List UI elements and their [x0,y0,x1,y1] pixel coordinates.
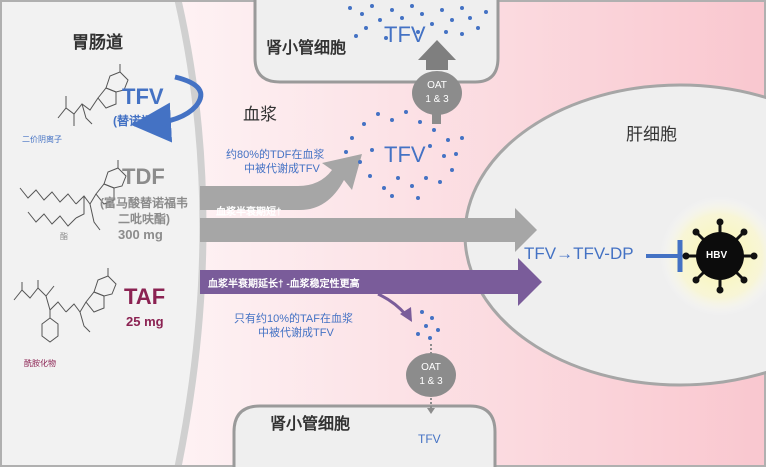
taf-drug-name: TAF [124,284,166,309]
liver-reaction-label: TFV→TFV-DP [524,244,634,263]
tdf-liver-arrow [200,208,537,252]
tfv-dots-top [348,4,488,40]
tdf-drug-subtitle-2: 二吡呋酯) [118,212,170,226]
tdf-drug-subtitle-1: (富马酸替诺福韦 [100,196,188,210]
tdf-structure-icon [19,160,127,231]
liver-label: 肝细胞 [626,125,677,145]
tdf-metabolism-note-2: 中被代谢成TFV [244,163,320,175]
taf-halflife-note: 血浆半衰期延长† -血浆稳定性更高 [208,279,360,290]
kidney-top-label: 肾小管细胞 [266,38,347,57]
gi-tract-region [0,0,203,467]
hbv-virus-icon [682,218,758,294]
tfv-structure-icon [57,64,129,126]
tfv-plasma-label: TFV [384,142,426,167]
tdf-metabolism-note-1: 约80%的TDF在血浆 [226,149,325,161]
tfv-top-label: TFV [384,22,426,47]
taf-structure-icon [13,268,117,343]
oat-top-sub-label: 1 & 3 [425,94,449,105]
kidney-cell-bottom [232,404,497,467]
tdf-plasma-arrow [200,154,362,210]
tfv-curved-arrow [131,74,204,143]
oat-transporter-bottom [406,353,456,397]
plasma-label: 血浆 [243,105,277,125]
gi-tract-label: 胃肠道 [72,33,123,53]
tdf-halflife-note: 血浆半衰期短† [216,207,282,218]
tdf-drug-dose: 300 mg [118,227,163,242]
tfv-structure-label: 二价阴离子 [22,135,62,144]
tfv-dots-taf [416,310,440,340]
tfv-dots-plasma [344,110,464,200]
oat-top-arrow [418,40,456,70]
taf-liver-arrow [200,258,542,306]
oat-top-label: OAT [427,80,447,91]
tfv-bottom-label: TFV [418,432,441,446]
taf-metabolism-note-1: 只有约10%的TAF在血浆 [234,313,353,325]
hbv-label: HBV [706,250,728,261]
oat-bottom-label: OAT [421,362,441,373]
kidney-bottom-label: 肾小管细胞 [270,414,351,433]
tdf-drug-name: TDF [122,164,165,189]
taf-structure-label: 酰胺化物 [24,359,56,368]
oat-bottom-sub-label: 1 & 3 [419,376,443,387]
oat-transporter-top [412,71,462,115]
taf-metabolism-note-2: 中被代谢成TFV [258,327,334,339]
tfv-drug-name: TFV [122,84,164,109]
tdf-structure-label: 酯 [60,232,68,241]
taf-drug-dose: 25 mg [126,314,164,329]
tfv-drug-subtitle: (替诺福韦) [113,114,169,128]
